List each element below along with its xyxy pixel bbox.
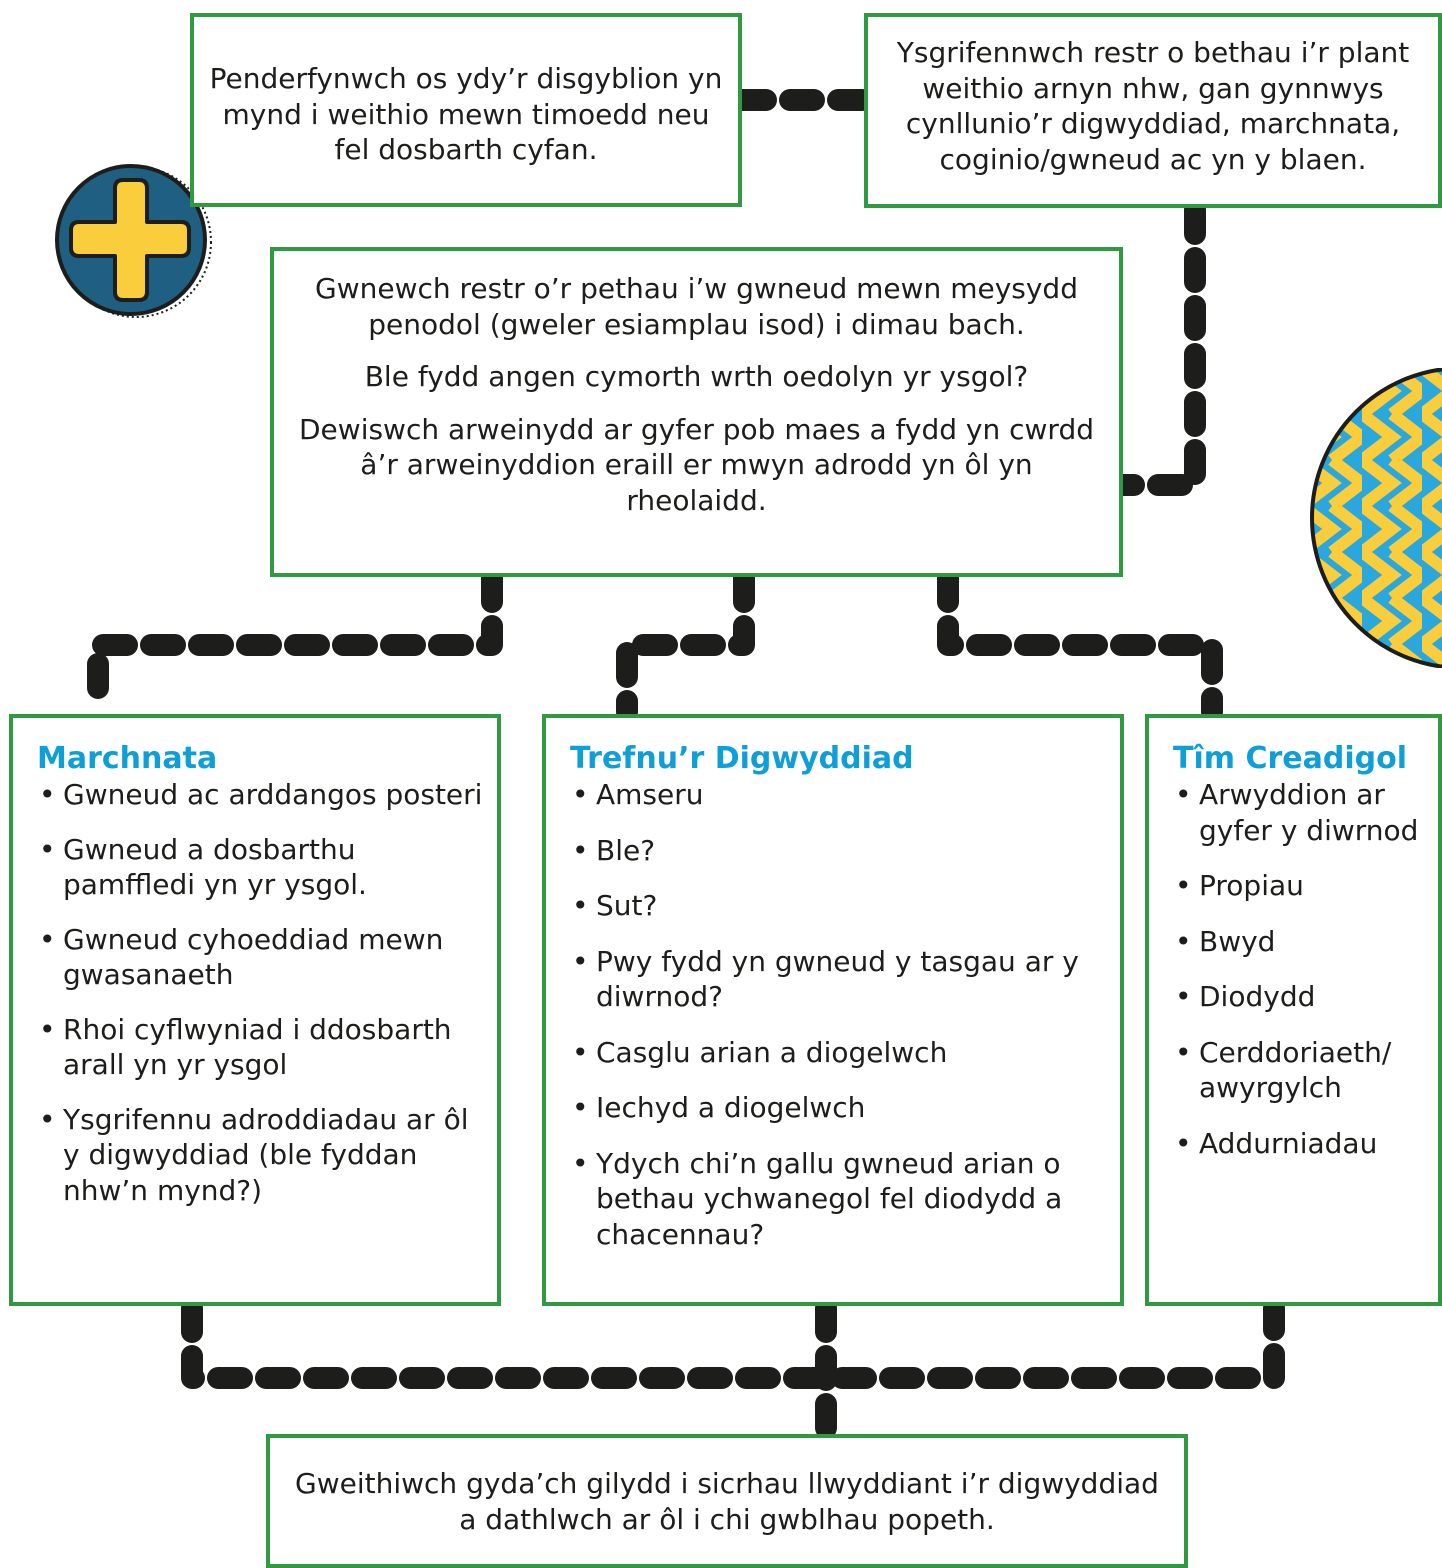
connector-list-areas xyxy=(1112,199,1206,496)
organise-event-title: Trefnu’r Digwyddiad xyxy=(570,741,914,776)
connector-areas-creative xyxy=(937,567,1223,723)
list-item: Propiau xyxy=(1173,868,1430,904)
step-celebrate-text: Gweithiwch gyda’ch gilydd i sicrhau llwy… xyxy=(295,1467,1159,1536)
organise-event-column: Trefnu’r Digwyddiad Amseru Ble? Sut? Pwy… xyxy=(542,714,1124,1306)
step-teams-text: Penderfynwch os ydy’r disgyblion yn mynd… xyxy=(209,62,723,167)
list-item: Arwyddion ar gyfer y diwrnod xyxy=(1173,777,1430,848)
connector-areas-marketing xyxy=(87,567,503,723)
step-areas-text-3: Dewiswch arweinydd ar gyfer pob maes a f… xyxy=(299,412,1094,517)
list-item: Ysgrifennu adroddiadau ar ôl y digwyddia… xyxy=(37,1102,489,1209)
creative-team-list: Arwyddion ar gyfer y diwrnod Propiau Bwy… xyxy=(1173,777,1430,1161)
organise-event-list: Amseru Ble? Sut? Pwy fydd yn gwneud y ta… xyxy=(570,777,1112,1252)
step-celebrate-box: Gweithiwch gyda’ch gilydd i sicrhau llwy… xyxy=(266,1434,1188,1568)
list-item: Amseru xyxy=(570,777,1112,813)
list-item: Ydych chi’n gallu gwneud arian o bethau … xyxy=(570,1146,1112,1253)
list-item: Diodydd xyxy=(1173,979,1430,1015)
connector-areas-organise xyxy=(616,567,755,723)
list-item: Sut? xyxy=(570,888,1112,924)
list-item: Gwneud cyhoeddiad mewn gwasanaeth xyxy=(37,922,489,993)
step-teams-box: Penderfynwch os ydy’r disgyblion yn mynd… xyxy=(190,13,742,207)
list-item: Gwneud ac arddangos posteri xyxy=(37,777,489,813)
list-item: Rhoi cyflwyniad i ddosbarth arall yn yr … xyxy=(37,1012,489,1083)
connector-bottom-rail xyxy=(181,1297,1285,1389)
list-item: Iechyd a diogelwch xyxy=(570,1090,1112,1126)
list-item: Casglu arian a diogelwch xyxy=(570,1035,1112,1071)
striped-circle-icon xyxy=(1310,368,1442,668)
step-task-list-text: Ysgrifennwch restr o bethau i’r plant we… xyxy=(896,36,1410,176)
marketing-list: Gwneud ac arddangos posteri Gwneud a dos… xyxy=(37,777,489,1208)
marketing-title: Marchnata xyxy=(37,741,218,776)
list-item: Ble? xyxy=(570,833,1112,869)
list-item: Bwyd xyxy=(1173,924,1430,960)
creative-team-column: Tîm Creadigol Arwyddion ar gyfer y diwrn… xyxy=(1145,714,1442,1306)
marketing-column: Marchnata Gwneud ac arddangos posteri Gw… xyxy=(9,714,501,1306)
step-areas-text-1: Gwnewch restr o’r pethau i’w gwneud mewn… xyxy=(315,272,1078,341)
step-areas-text-2: Ble fydd angen cymorth wrth oedolyn yr y… xyxy=(364,360,1029,394)
list-item: Cerddoriaeth/ awyrgylch xyxy=(1173,1035,1430,1106)
list-item: Gwneud a dosbarthu pamffledi yn yr ysgol… xyxy=(37,832,489,903)
plus-circle-icon xyxy=(55,164,212,318)
list-item: Pwy fydd yn gwneud y tasgau ar y diwrnod… xyxy=(570,944,1112,1015)
step-task-list-box: Ysgrifennwch restr o bethau i’r plant we… xyxy=(864,13,1442,208)
creative-team-title: Tîm Creadigol xyxy=(1173,741,1407,776)
step-areas-box: Gwnewch restr o’r pethau i’w gwneud mewn… xyxy=(270,247,1123,577)
list-item: Addurniadau xyxy=(1173,1126,1430,1162)
